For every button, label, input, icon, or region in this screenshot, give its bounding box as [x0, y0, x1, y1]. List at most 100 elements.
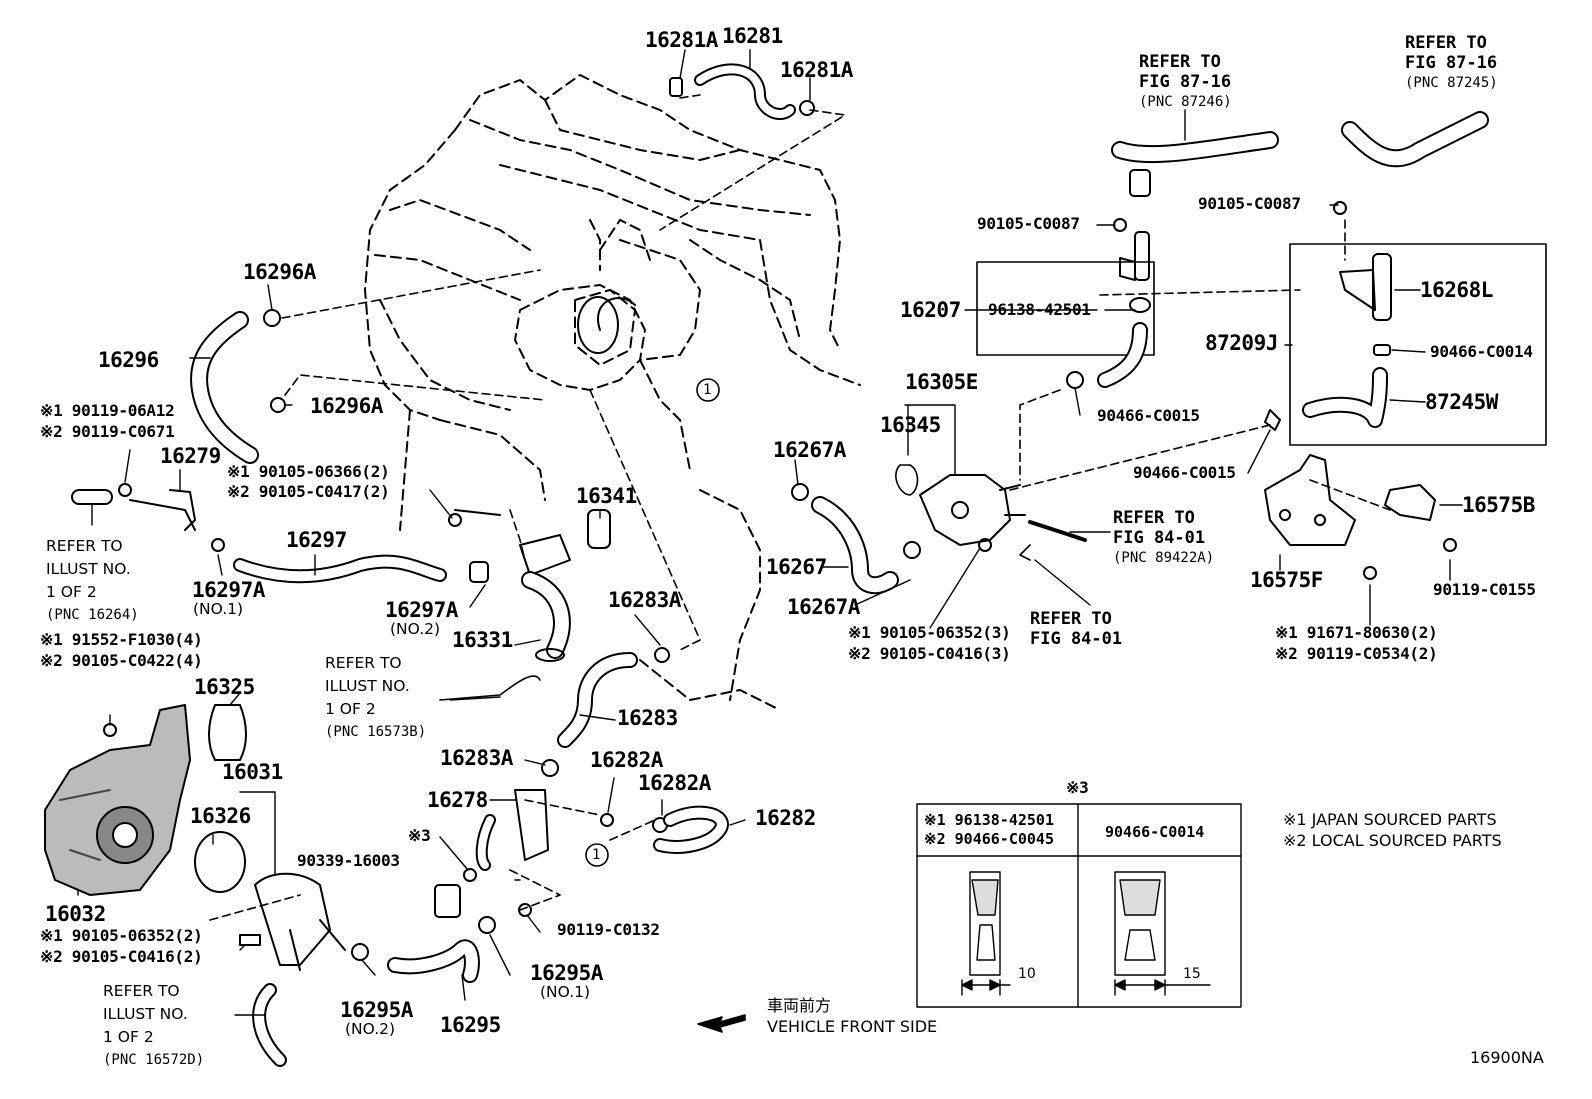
water-outlet-16305E	[895, 464, 1026, 552]
part-note: (NO.1)	[540, 983, 591, 1001]
dimension-10: 10	[1018, 966, 1036, 982]
part-label: 16278	[427, 788, 488, 812]
part-label: 90105-C0087	[1198, 194, 1301, 213]
bolt-label: ※1 90119-06A12	[40, 401, 175, 420]
part-label: 16295A	[530, 961, 603, 985]
hose-16297	[233, 509, 501, 584]
part-label: 16207	[900, 298, 961, 322]
part-label: 16032	[45, 902, 106, 926]
part-label: 16345	[880, 413, 941, 437]
part-label: 90466-C0014	[1430, 342, 1533, 361]
hose-16267	[791, 483, 921, 595]
callout-circle-1b	[585, 843, 609, 867]
bolt-label: ※2 90105-C0416(3)	[848, 644, 1011, 663]
part-label: 16267A	[773, 438, 846, 462]
part-label: 16283A	[608, 588, 681, 612]
part-label: 90466-C0015	[1133, 463, 1236, 482]
part-label: 16282	[755, 806, 816, 830]
part-label: 87245W	[1425, 390, 1498, 414]
part-label: 16326	[190, 804, 251, 828]
table-cell-1a: ※1 96138-42501	[924, 811, 1054, 829]
part-label: 16296A	[243, 260, 316, 284]
hose-87245W	[1302, 367, 1388, 428]
water-pump-16032	[44, 704, 191, 896]
hose-16283	[541, 647, 670, 777]
valve-16268L	[1339, 253, 1392, 356]
outlet-16331	[519, 509, 611, 662]
part-label: 96138-42501	[988, 300, 1091, 319]
label-leaders	[77, 49, 1463, 1016]
vehicle-front-jp: 車両前方	[767, 996, 832, 1015]
part-label: 16279	[160, 444, 221, 468]
clip-table	[916, 803, 1242, 1008]
part-label: 16295	[440, 1013, 501, 1037]
sensor-89422A	[1028, 520, 1087, 542]
bolt-label: ※2 90105-C0416(2)	[40, 947, 203, 966]
part-note: (NO.1)	[193, 600, 244, 618]
bracket-16575F	[1264, 454, 1356, 546]
part-note: (NO.2)	[390, 620, 441, 638]
bolt-label: ※1 90105-06352(2)	[40, 926, 203, 945]
hose-87246	[1111, 131, 1279, 197]
table-title: ※3	[1066, 778, 1089, 797]
external-hose-16573B	[439, 675, 541, 701]
part-label: 16575B	[1462, 493, 1535, 517]
bolt-label: ※1 91671-80630(2)	[1275, 623, 1438, 642]
part-label: 16031	[222, 760, 283, 784]
part-label: 16296	[98, 348, 159, 372]
hose-upper-right	[1066, 322, 1281, 431]
part-label: 16267	[766, 555, 827, 579]
part-label: 16295A	[340, 998, 413, 1022]
pipe-16279	[71, 483, 225, 552]
table-cell-1b: ※2 90466-C0045	[924, 830, 1054, 848]
bolt-label: ※1 90105-06352(3)	[848, 623, 1011, 642]
part-label: 16268L	[1420, 278, 1493, 302]
thermostat-housing-16031	[239, 872, 346, 971]
part-label: 16281A	[645, 28, 718, 52]
legend-local-sourced: ※2 LOCAL SOURCED PARTS	[1283, 831, 1502, 850]
part-label: 16575F	[1250, 568, 1323, 592]
bolt-label: ※2 90119-C0534(2)	[1275, 644, 1438, 663]
hose-16296	[190, 309, 286, 464]
part-label: 16341	[576, 484, 637, 508]
part-label: 90466-C0015	[1097, 406, 1200, 425]
dimension-15: 15	[1183, 966, 1201, 982]
callout-number: 1	[703, 382, 712, 398]
bracket-16278	[475, 789, 668, 871]
bolt-label: ※2 90105-C0417(2)	[227, 482, 390, 501]
part-label: 90339-16003	[297, 851, 400, 870]
part-label: 16282A	[638, 771, 711, 795]
callout-circle-1a	[696, 378, 720, 402]
table-cell-2: 90466-C0014	[1105, 823, 1205, 841]
part-label: 16282A	[590, 748, 663, 772]
star3-marker: ※3	[408, 826, 431, 845]
part-label: 16281	[722, 24, 783, 48]
vehicle-front-arrow-icon	[697, 1014, 746, 1033]
part-label: 16296A	[310, 394, 383, 418]
part-label: 16305E	[905, 370, 978, 394]
part-label: 16267A	[787, 595, 860, 619]
hose-87245	[1333, 111, 1489, 215]
figure-id: 16900NA	[1470, 1048, 1544, 1067]
plug-90339-16003	[434, 884, 461, 918]
oring-16326	[194, 831, 246, 893]
bolt-label: ※2 90105-C0422(4)	[40, 651, 203, 670]
part-label: 90105-C0087	[977, 214, 1080, 233]
part-label: 16331	[452, 628, 513, 652]
part-note: (NO.2)	[345, 1020, 396, 1038]
part-label: 87209J	[1205, 331, 1278, 355]
part-label: 16283	[617, 706, 678, 730]
part-label: 16281A	[780, 58, 853, 82]
valve-16207	[1113, 218, 1151, 313]
gasket-16325	[208, 704, 247, 761]
bracket-16575B	[1384, 484, 1436, 521]
vehicle-front-en: VEHICLE FRONT SIDE	[767, 1017, 938, 1036]
hose-16281	[669, 63, 815, 120]
